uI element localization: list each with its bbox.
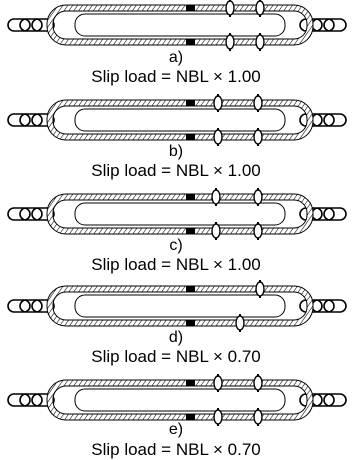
rope-loop	[46, 99, 314, 141]
clip-group	[213, 374, 263, 426]
panel-d: d) Slip load = NBL × 0.70	[7, 280, 347, 366]
rope-loop	[46, 285, 314, 327]
rope-loop	[46, 4, 314, 46]
wire-rope-clip	[211, 188, 221, 240]
rope-dead-ends	[186, 286, 195, 326]
wire-rope-clip	[235, 314, 245, 332]
panel-letter: d)	[169, 329, 183, 346]
rope-dead-ends	[186, 380, 195, 420]
wire-rope-clip	[225, 0, 235, 51]
wire-rope-clip	[253, 94, 263, 146]
wire-rope-clip	[253, 408, 263, 426]
panel-letter: c)	[169, 237, 182, 254]
chain-left	[7, 207, 55, 221]
wire-rope-clip	[255, 0, 265, 51]
wire-rope-clip	[253, 374, 263, 392]
rope-dead-ends	[186, 194, 195, 234]
panel-e: e) Slip load = NBL × 0.70	[7, 374, 347, 459]
slip-load-caption: Slip load = NBL × 1.00	[91, 67, 261, 86]
clip-group	[225, 0, 265, 51]
panel-letter: b)	[169, 143, 183, 160]
panel-b: b) Slip load = NBL × 1.00	[7, 94, 347, 180]
slip-load-caption: Slip load = NBL × 1.00	[91, 161, 261, 180]
panel-c: c) Slip load = NBL × 1.00	[7, 188, 347, 274]
rope-loop	[46, 379, 314, 421]
panel-a: a) Slip load = NBL × 1.00	[7, 0, 347, 86]
clip-group	[235, 280, 265, 332]
wire-rope-clip	[253, 188, 263, 240]
slip-load-caption: Slip load = NBL × 1.00	[91, 255, 261, 274]
rope-dead-ends	[186, 5, 195, 45]
panel-letter: a)	[169, 49, 183, 66]
clip-group	[211, 188, 263, 240]
wire-rope-clip	[255, 280, 265, 298]
chain-left	[7, 393, 55, 407]
chain-left	[7, 18, 55, 32]
slip-load-caption: Slip load = NBL × 0.70	[91, 440, 261, 459]
wire-rope-clip	[213, 94, 223, 146]
wire-rope-clip	[213, 374, 223, 392]
clip-group	[213, 94, 263, 146]
chain-left	[7, 299, 55, 313]
rope-loop	[46, 193, 314, 235]
panel-letter: e)	[169, 421, 183, 438]
slip-load-caption: Slip load = NBL × 0.70	[91, 347, 261, 366]
rope-dead-ends	[186, 100, 195, 140]
chain-left	[7, 113, 55, 127]
wire-rope-clip	[213, 408, 223, 426]
